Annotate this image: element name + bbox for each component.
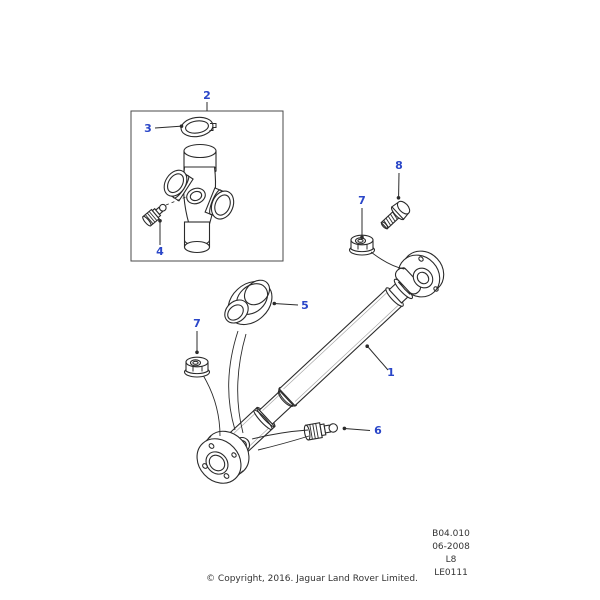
- callout-4[interactable]: 4: [156, 245, 164, 258]
- callout-leaders: [154, 102, 401, 431]
- callout-8[interactable]: 8: [395, 159, 403, 172]
- flange-nut-front: [183, 356, 211, 378]
- rear-flange: [394, 250, 445, 298]
- rubber-boot: [224, 279, 273, 326]
- grease-nipple-shaft: [303, 422, 338, 441]
- grease-nipple-joint: [142, 196, 188, 227]
- copyright-notice: © Copyright, 2016. Jaguar Land Rover Lim…: [206, 574, 418, 584]
- drawing-date: 06-2008: [432, 542, 470, 552]
- callout-1[interactable]: 1: [387, 366, 395, 379]
- assembly-dashed-line: [165, 196, 188, 206]
- front-flange: [196, 430, 250, 484]
- drawing-code: B04.010: [432, 529, 470, 539]
- universal-joint: [163, 143, 235, 254]
- callout-2[interactable]: 2: [203, 89, 211, 102]
- drawing-sheet: L8: [446, 555, 457, 565]
- flange-bolt: [380, 200, 411, 230]
- callout-3[interactable]: 3: [144, 122, 152, 135]
- callout-5[interactable]: 5: [301, 299, 309, 312]
- callout-7-rear[interactable]: 7: [358, 194, 366, 207]
- snap-ring: [180, 116, 217, 138]
- propeller-shaft: [196, 250, 445, 484]
- drawing-ref: LE0111: [434, 568, 468, 578]
- leader-curves: [203, 251, 405, 451]
- callout-7-front[interactable]: 7: [193, 317, 201, 330]
- drawing-plate: B04.010 06-2008 L8 LE0111: [432, 529, 470, 578]
- callout-6[interactable]: 6: [374, 424, 382, 437]
